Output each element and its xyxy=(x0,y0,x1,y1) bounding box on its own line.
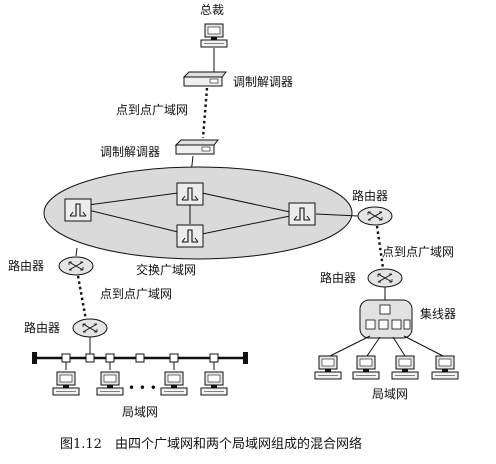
router-right-lower xyxy=(367,268,403,288)
wan-router-left-link xyxy=(75,247,78,257)
label-lan-right: 局域网 xyxy=(372,387,408,401)
modem-top xyxy=(183,71,227,87)
figure-caption: 图1.12 由四个广域网和两个局域网组成的混合网络 xyxy=(60,436,362,452)
label-ptp-right: 点到点广域网 xyxy=(382,245,454,259)
hub-icon xyxy=(359,299,413,339)
label-router-right-lower: 路由器 xyxy=(320,270,356,285)
label-president: 总裁 xyxy=(200,3,224,17)
wan-router-right-link xyxy=(315,213,359,217)
modem-middle xyxy=(175,139,219,155)
label-router-bottom: 路由器 xyxy=(24,320,60,335)
president-workstation xyxy=(200,23,228,48)
label-modem-middle: 调制解调器 xyxy=(100,145,160,159)
label-ellipsis: • • • xyxy=(128,381,157,395)
hub-lan-links xyxy=(329,335,444,357)
wan-links xyxy=(87,192,291,235)
label-lan-left: 局域网 xyxy=(122,405,158,419)
switch-node-right xyxy=(288,202,316,226)
ptp-link-left xyxy=(76,275,88,321)
switch-node-bottom xyxy=(176,224,204,248)
router-left xyxy=(58,256,94,276)
switch-node-top xyxy=(176,182,204,206)
label-hub: 集线器 xyxy=(420,306,456,321)
ptp-link-right xyxy=(375,225,385,269)
label-router-right: 路由器 xyxy=(352,188,388,203)
router-right xyxy=(357,206,393,226)
bus-lan xyxy=(32,352,248,364)
router-left-lower xyxy=(72,318,108,338)
label-modem-top: 调制解调器 xyxy=(233,75,293,89)
label-switch-wan: 交换广域网 xyxy=(136,262,196,277)
switched-wan-ring xyxy=(43,166,353,260)
ptp-link-top xyxy=(201,87,209,139)
bus-drops xyxy=(65,362,215,370)
switch-node-left xyxy=(64,198,92,222)
lan-right-workstations xyxy=(314,355,459,380)
label-ptp-top: 点到点广域网 xyxy=(116,103,188,117)
label-ptp-left: 点到点广域网 xyxy=(100,287,172,301)
label-router-left: 路由器 xyxy=(8,258,44,273)
